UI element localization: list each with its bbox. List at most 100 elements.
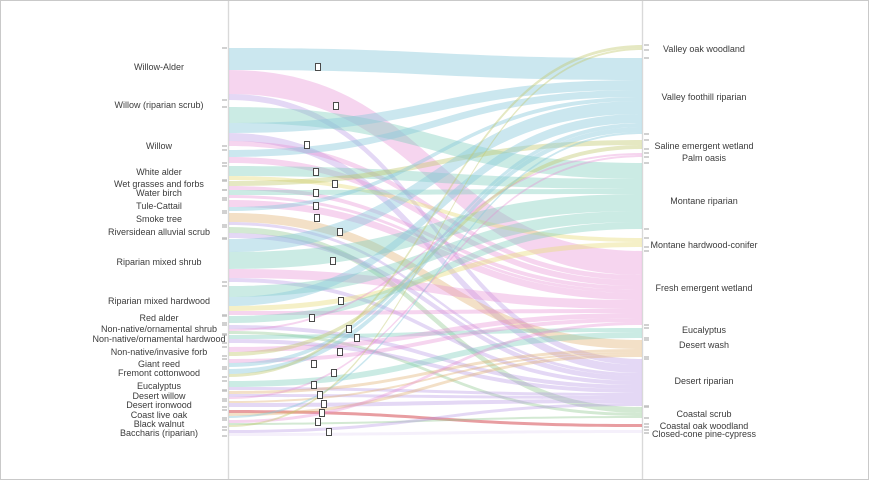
source-node-tick[interactable] (222, 368, 227, 370)
target-node-tick[interactable] (644, 417, 649, 419)
sankey-link-willow-alder-to-fresh-emergent-wetland[interactable] (229, 70, 642, 275)
sankey-link-riversidean-alluvial-scrub-to-coastal-scrub[interactable] (229, 227, 642, 413)
sankey-link-coast-live-oak-to-coastal-oak-woodland[interactable] (229, 410, 642, 427)
source-node-tick[interactable] (222, 358, 227, 360)
source-node-tick[interactable] (222, 409, 227, 411)
sankey-link-willow-to-valley-foothill-riparian[interactable] (229, 90, 642, 157)
source-node-tick[interactable] (222, 179, 227, 181)
sankey-link-black-walnut-to-coastal-scrub[interactable] (229, 416, 642, 425)
source-node-tick[interactable] (222, 47, 227, 49)
sankey-link-black-walnut-to-fresh-emergent-wetland[interactable] (229, 322, 642, 423)
target-node-tick[interactable] (644, 139, 649, 141)
sankey-link-water-birch-to-fresh-emergent-wetland[interactable] (229, 195, 642, 293)
sankey-link-baccharis-riparian-to-closed-cone-pine-cypress[interactable] (229, 430, 642, 436)
target-node-tick[interactable] (644, 405, 649, 407)
sankey-link-willow-alder-to-valley-foothill-riparian[interactable] (229, 48, 642, 80)
sankey-link-riparian-mixed-hardwood-to-montane-hardwood-conifer[interactable] (229, 242, 642, 311)
source-node-tick[interactable] (222, 281, 227, 283)
source-node-tick[interactable] (222, 398, 227, 400)
sankey-link-riparian-mixed-shrub-to-desert-riparian[interactable] (229, 278, 642, 385)
sankey-link-non-native-invasive-forb-to-fresh-emergent-wetland[interactable] (229, 313, 642, 352)
sankey-link-desert-willow-to-desert-wash[interactable] (229, 349, 642, 394)
sankey-link-willow-alder-to-desert-riparian[interactable] (229, 94, 642, 365)
source-node-tick[interactable] (222, 226, 227, 228)
source-node-tick[interactable] (222, 426, 227, 428)
source-node-tick[interactable] (222, 324, 227, 326)
source-node-tick[interactable] (222, 322, 227, 324)
sankey-link-non-native-ornamental-shrub-to-coastal-scrub[interactable] (229, 331, 642, 416)
sankey-link-coast-live-oak-to-valley-foothill-riparian[interactable] (229, 132, 642, 418)
sankey-link-wet-grasses-and-forbs-to-saline-emergent-wetland[interactable] (229, 140, 642, 186)
sankey-link-smoke-tree-to-desert-riparian[interactable] (229, 222, 642, 376)
sankey-link-black-walnut-to-valley-oak-woodland[interactable] (229, 48, 642, 427)
target-node-tick[interactable] (644, 44, 649, 46)
source-node-tick[interactable] (222, 346, 227, 348)
sankey-link-riparian-mixed-hardwood-to-fresh-emergent-wetland[interactable] (229, 309, 642, 315)
sankey-link-willow-riparian-scrub-to-valley-foothill-riparian[interactable] (229, 80, 642, 133)
sankey-link-non-native-ornamental-shrub-to-palm-oasis[interactable] (229, 153, 642, 331)
source-node-tick[interactable] (222, 197, 227, 199)
sankey-link-non-native-ornamental-shrub-to-desert-riparian[interactable] (229, 325, 642, 389)
target-node-tick[interactable] (644, 432, 649, 434)
source-node-tick[interactable] (222, 435, 227, 437)
sankey-link-fremont-cottonwood-to-valley-foothill-riparian[interactable] (229, 127, 642, 374)
sankey-link-willow-riparian-scrub-to-desert-riparian[interactable] (229, 133, 642, 373)
sankey-link-red-alder-to-montane-riparian[interactable] (229, 222, 642, 323)
target-node-tick[interactable] (644, 429, 649, 431)
source-node-tick[interactable] (222, 315, 227, 317)
target-node-tick[interactable] (644, 339, 649, 341)
sankey-link-wet-grasses-and-forbs-to-fresh-emergent-wetland[interactable] (229, 186, 642, 290)
target-node-tick[interactable] (644, 250, 649, 252)
sankey-link-eucalyptus-to-eucalyptus[interactable] (229, 332, 642, 387)
source-node-tick[interactable] (222, 149, 227, 151)
sankey-link-eucalyptus-to-desert-riparian[interactable] (229, 387, 642, 396)
source-node-tick[interactable] (222, 162, 227, 164)
source-node-tick[interactable] (222, 366, 227, 368)
source-node-tick[interactable] (222, 285, 227, 287)
target-node-tick[interactable] (644, 426, 649, 428)
source-node-tick[interactable] (222, 189, 227, 191)
sankey-link-riparian-mixed-shrub-to-fresh-emergent-wetland[interactable] (229, 269, 642, 309)
target-node-tick[interactable] (644, 406, 649, 408)
sankey-link-willow-riparian-scrub-to-montane-riparian[interactable] (229, 107, 642, 179)
source-node-tick[interactable] (222, 429, 227, 431)
target-node-tick[interactable] (644, 133, 649, 135)
sankey-link-tule-cattail-to-fresh-emergent-wetland[interactable] (229, 200, 642, 300)
source-node-tick[interactable] (222, 390, 227, 392)
source-node-tick[interactable] (222, 380, 227, 382)
sankey-link-smoke-tree-to-desert-wash[interactable] (229, 213, 642, 349)
source-node-tick[interactable] (222, 165, 227, 167)
source-node-tick[interactable] (222, 212, 227, 214)
source-node-tick[interactable] (222, 314, 227, 316)
sankey-link-coast-live-oak-to-desert-wash[interactable] (229, 354, 642, 416)
target-node-tick[interactable] (644, 356, 649, 358)
sankey-link-tule-cattail-to-valley-foothill-riparian[interactable] (229, 97, 642, 211)
target-node-tick[interactable] (644, 423, 649, 425)
sankey-link-non-native-ornamental-hardwood-to-eucalyptus[interactable] (229, 328, 642, 339)
target-node-tick[interactable] (644, 337, 649, 339)
target-node-tick[interactable] (644, 327, 649, 329)
source-node-tick[interactable] (222, 180, 227, 182)
sankey-link-white-alder-to-montane-riparian[interactable] (229, 166, 642, 189)
sankey-link-desert-ironwood-to-desert-riparian[interactable] (229, 399, 642, 407)
source-node-tick[interactable] (222, 419, 227, 421)
target-node-tick[interactable] (644, 148, 649, 150)
sankey-link-giant-reed-to-valley-foothill-riparian[interactable] (229, 123, 642, 367)
sankey-link-water-birch-to-montane-riparian[interactable] (229, 189, 642, 195)
source-node-tick[interactable] (222, 238, 227, 240)
sankey-link-riparian-mixed-hardwood-to-montane-riparian[interactable] (229, 211, 642, 297)
target-node-tick[interactable] (644, 237, 649, 239)
target-node-tick[interactable] (644, 49, 649, 51)
sankey-link-willow-to-fresh-emergent-wetland[interactable] (229, 157, 642, 286)
sankey-link-white-alder-to-montane-hardwood-conifer[interactable] (229, 176, 642, 242)
source-node-tick[interactable] (222, 145, 227, 147)
sankey-link-riversidean-alluvial-scrub-to-desert-riparian[interactable] (229, 233, 642, 381)
source-node-tick[interactable] (222, 224, 227, 226)
source-node-tick[interactable] (222, 333, 227, 335)
source-node-tick[interactable] (222, 237, 227, 239)
sankey-link-desert-ironwood-to-desert-wash[interactable] (229, 352, 642, 403)
source-node-tick[interactable] (222, 355, 227, 357)
target-node-tick[interactable] (644, 358, 649, 360)
source-node-tick[interactable] (222, 334, 227, 336)
source-node-tick[interactable] (222, 389, 227, 391)
